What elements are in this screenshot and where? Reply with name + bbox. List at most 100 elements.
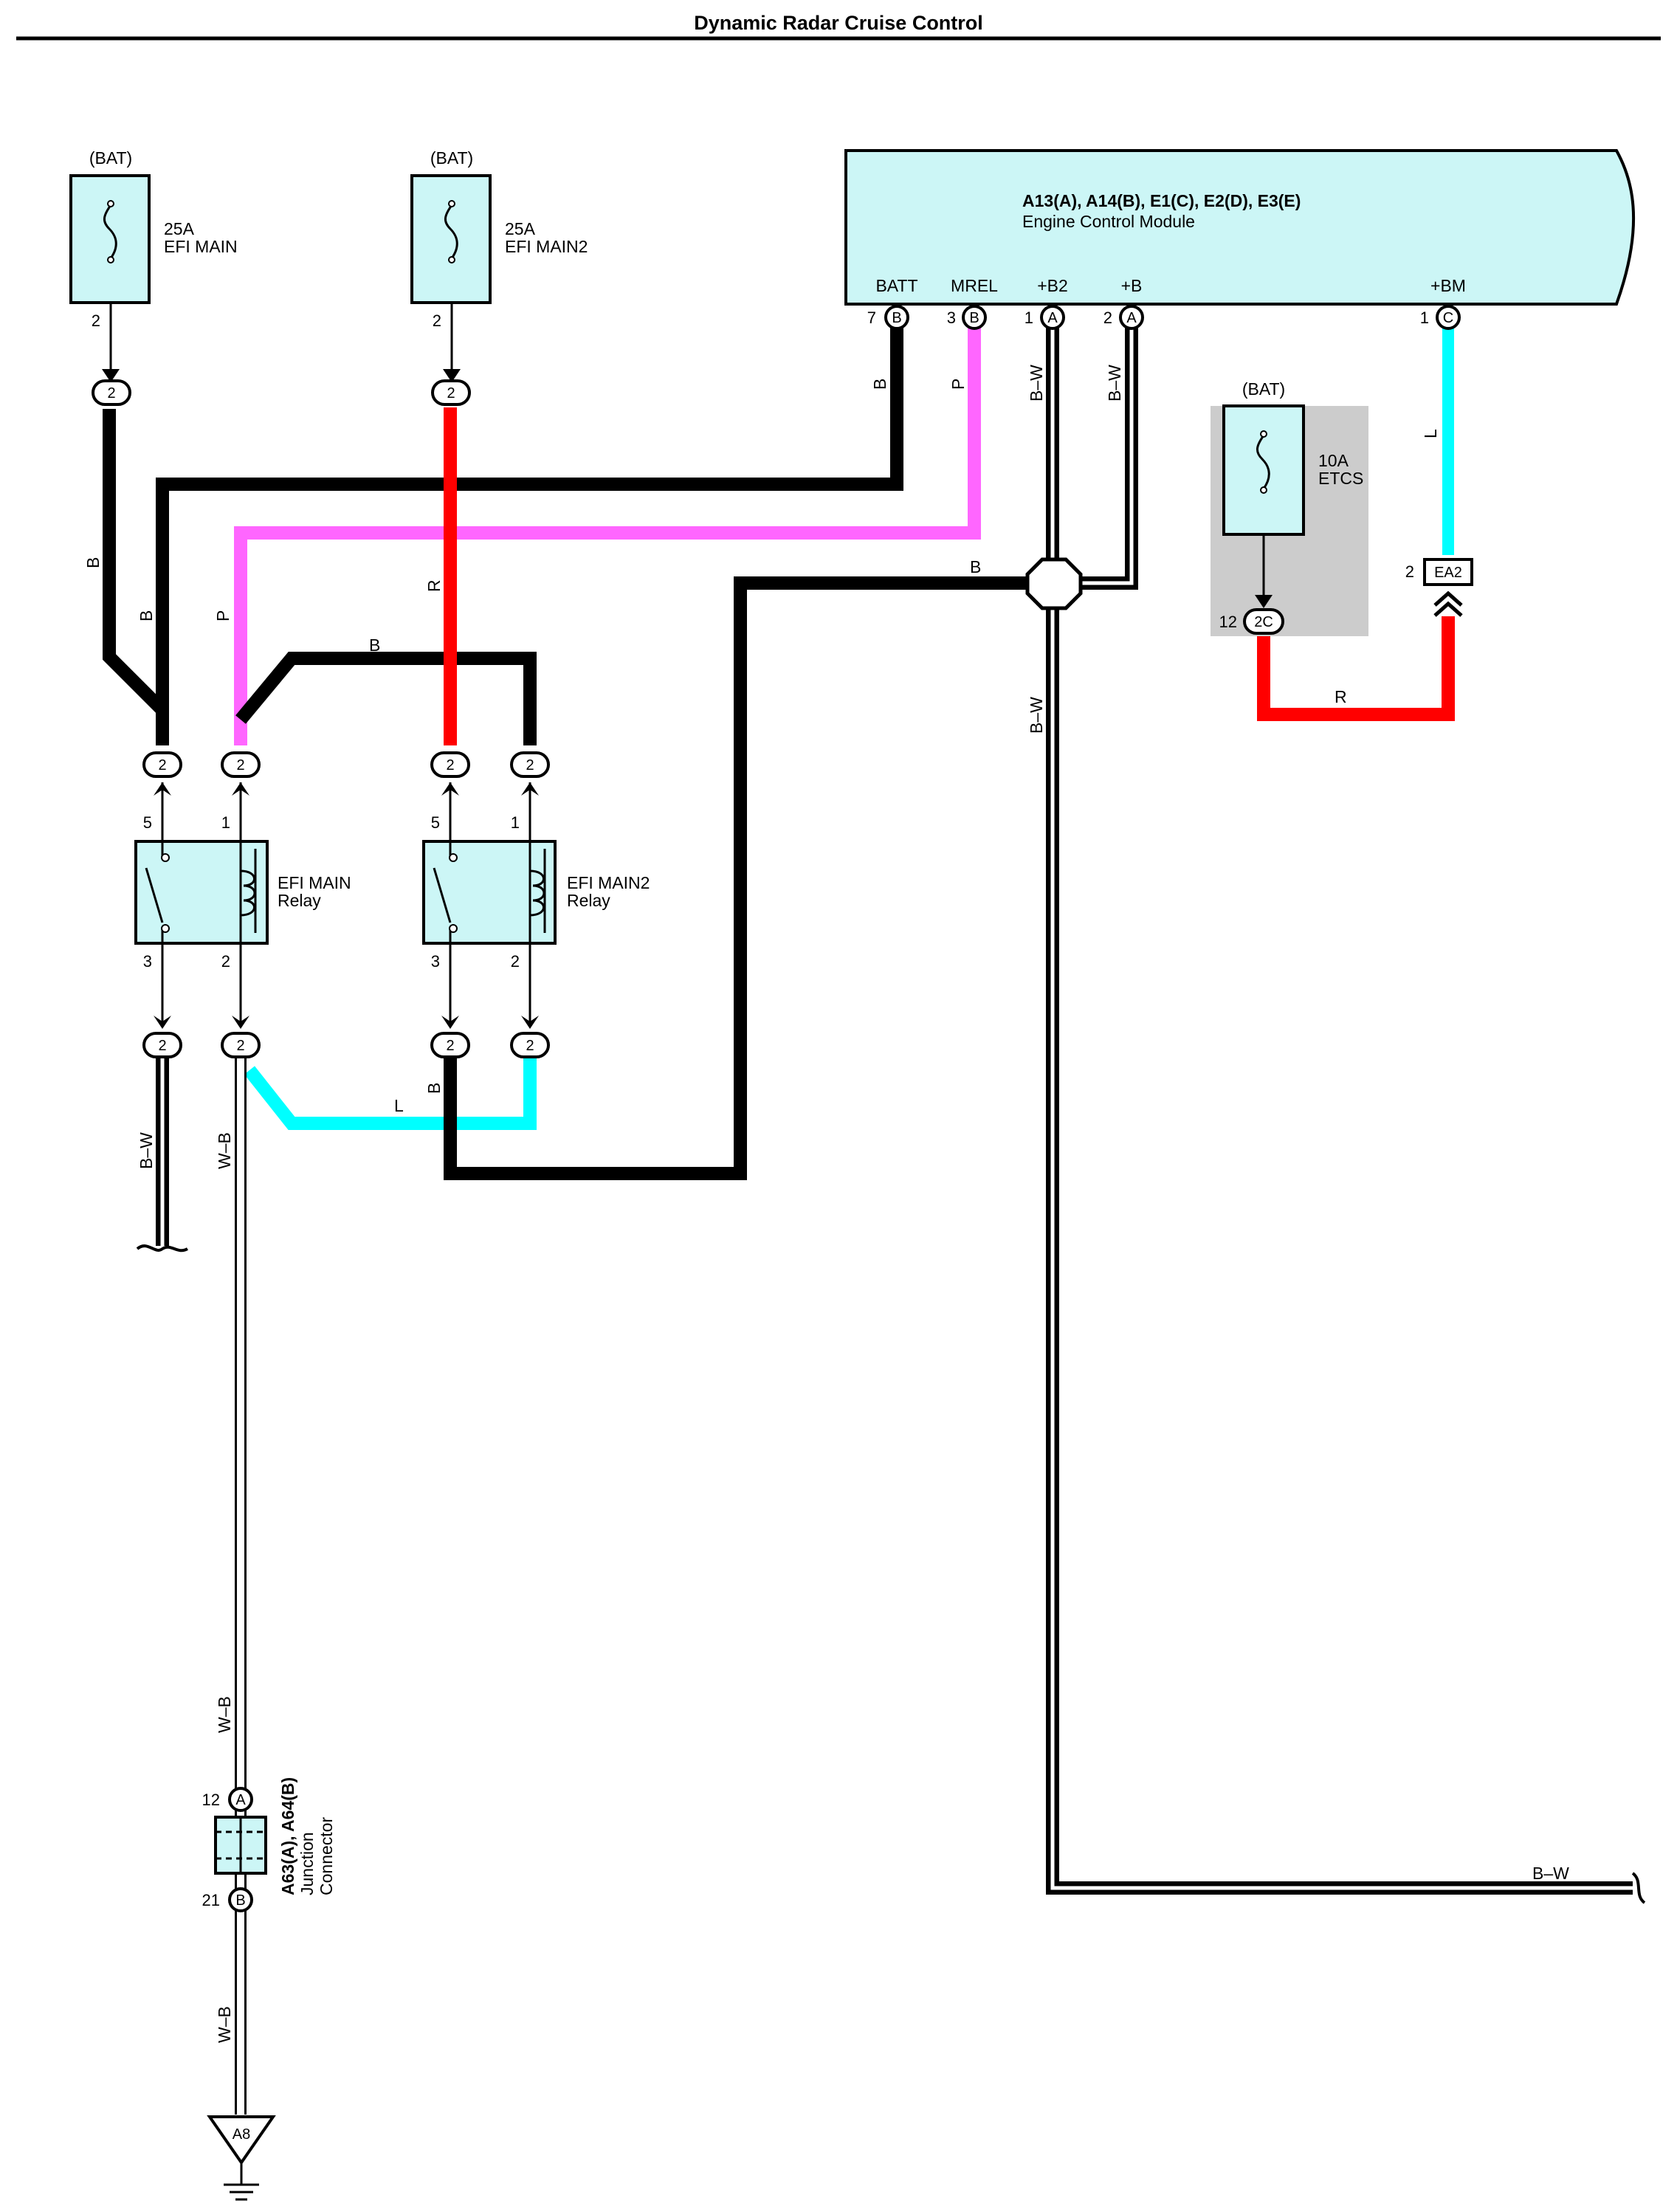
switch-icon <box>433 867 452 923</box>
fuse-source: (BAT) <box>430 148 473 168</box>
pin-number: 7 <box>867 309 876 327</box>
connector-id: 2 <box>236 1038 244 1054</box>
wire-label: W–B <box>215 2006 234 2043</box>
connector-id: EA2 <box>1434 565 1462 581</box>
connector-id: A <box>235 1792 246 1808</box>
wire-p-mrel <box>234 325 981 745</box>
connector-id: 2 <box>107 385 115 402</box>
junction-line2: Connector <box>317 1817 336 1895</box>
connector-id: B <box>892 310 901 326</box>
connector-id: 2 <box>236 757 244 773</box>
fuse-source: (BAT) <box>89 148 132 168</box>
wire-label: W–B <box>215 1696 234 1733</box>
terminal-name: MREL <box>951 276 998 295</box>
connector-id: 2C <box>1254 614 1273 630</box>
fuse-rating: 10A <box>1318 451 1349 470</box>
wire-label: B <box>424 1083 444 1094</box>
ecm-terminal-batt: BATT 7 B <box>867 276 918 330</box>
relay-efi-main: 5 1 EFI MAIN Relay 3 2 <box>134 782 351 1026</box>
wire-label: B–W <box>137 1132 156 1169</box>
relay-type: Relay <box>567 891 610 910</box>
wire-l-relay <box>244 1048 537 1130</box>
connector-id: 2 <box>526 757 534 773</box>
wire-b-efi-main-fuse <box>103 409 169 745</box>
pin-number: 1 <box>511 813 520 832</box>
ecm-terminal-b2: +B2 1 A <box>1025 276 1068 330</box>
fuse-etcs: (BAT) 10A ETCS 12 2C <box>1211 379 1368 636</box>
pin-number: 5 <box>143 813 152 832</box>
pin-number: 3 <box>947 309 956 327</box>
wire-labels: B B P R B B P B–W B–W B B–W L R L B B–W … <box>83 365 1569 2043</box>
pin-number: 12 <box>1219 613 1237 631</box>
pin-number: 2 <box>511 952 520 971</box>
terminal-name: +B <box>1121 276 1143 295</box>
connector-id: 2 <box>526 1038 534 1054</box>
fuse-icon <box>103 204 117 259</box>
wire-r-etcs <box>1257 616 1455 721</box>
wire-label: B–W <box>1105 365 1124 402</box>
connector-id: A <box>1126 310 1137 326</box>
pin-number: 21 <box>202 1891 220 1909</box>
wire-bw-group <box>136 325 1646 1904</box>
engine-control-module: A13(A), A14(B), E1(C), E2(D), E3(E) Engi… <box>844 149 1636 306</box>
wire-label: L <box>394 1096 404 1115</box>
relay-name: EFI MAIN <box>278 873 351 892</box>
ecm-terminal-mrel: MREL 3 B <box>947 276 998 330</box>
wire-label: B <box>83 557 103 568</box>
wire-label: B–W <box>1027 697 1046 734</box>
fuse-rating: 25A <box>164 219 195 238</box>
ecm-title: A13(A), A14(B), E1(C), E2(D), E3(E) <box>1022 191 1301 210</box>
terminal-name: +B2 <box>1037 276 1068 295</box>
relay-connector: 2 <box>221 751 261 796</box>
ecm-terminal-bm: +BM 1 C <box>1420 276 1466 330</box>
fuse-name: ETCS <box>1318 469 1363 488</box>
switch-icon <box>145 867 164 923</box>
splice-point <box>1025 557 1083 610</box>
pin-number: 3 <box>143 952 152 971</box>
wire-label: L <box>1421 429 1440 438</box>
fuse-efi-main: (BAT) 25A EFI MAIN 2 2 <box>69 148 238 406</box>
relay-connector: 2 <box>430 751 470 796</box>
relay-connector: 2 <box>221 1016 261 1058</box>
connector-id: C <box>1443 310 1453 326</box>
wire-label: R <box>1335 687 1347 706</box>
fuse-efi-main2: (BAT) 25A EFI MAIN2 2 2 <box>410 148 588 406</box>
pin-number: 1 <box>221 813 230 832</box>
pin-number: 2 <box>92 311 100 330</box>
wire-b-bridge <box>235 652 537 745</box>
junction-connector: 12 A 21 B A63(A), A64(B) Junction Connec… <box>202 1777 336 1912</box>
pin-number: 1 <box>1025 309 1033 327</box>
wire-label: B–W <box>1532 1864 1569 1883</box>
ground-label: A8 <box>233 2126 250 2143</box>
fuse-source: (BAT) <box>1242 379 1285 399</box>
wire-label: B <box>369 635 380 655</box>
wire-label: B <box>137 610 156 621</box>
wire-b-main2-out <box>444 576 1032 1180</box>
relay-efi-main2: 5 1 EFI MAIN2 Relay 3 2 <box>422 782 650 1026</box>
connector-id: 2 <box>446 1038 454 1054</box>
fuse-name: EFI MAIN <box>164 237 238 256</box>
relay-name: EFI MAIN2 <box>567 873 650 892</box>
junction-line1: Junction <box>297 1832 317 1895</box>
ground-a8: A8 <box>207 2115 276 2201</box>
ecm-subtitle: Engine Control Module <box>1022 212 1195 231</box>
connector-id: A <box>1047 310 1058 326</box>
connector-id: 2 <box>447 385 455 402</box>
wire-label: B <box>870 379 889 390</box>
terminal-name: +BM <box>1430 276 1466 295</box>
fuse-icon <box>444 204 458 259</box>
fuse-rating: 25A <box>505 219 536 238</box>
pin-number: 1 <box>1420 309 1429 327</box>
wire-label: R <box>424 579 444 592</box>
wire-label: P <box>948 379 968 390</box>
wire-label: P <box>213 610 233 621</box>
ecm-terminal-b: +B 2 A <box>1103 276 1144 330</box>
page-title: Dynamic Radar Cruise Control <box>694 12 983 34</box>
relay-connector: 2 <box>510 751 550 796</box>
fuse-name: EFI MAIN2 <box>505 237 588 256</box>
junction-title: A63(A), A64(B) <box>278 1777 297 1895</box>
pin-number: 2 <box>1103 309 1112 327</box>
wire-label: B <box>970 557 981 576</box>
